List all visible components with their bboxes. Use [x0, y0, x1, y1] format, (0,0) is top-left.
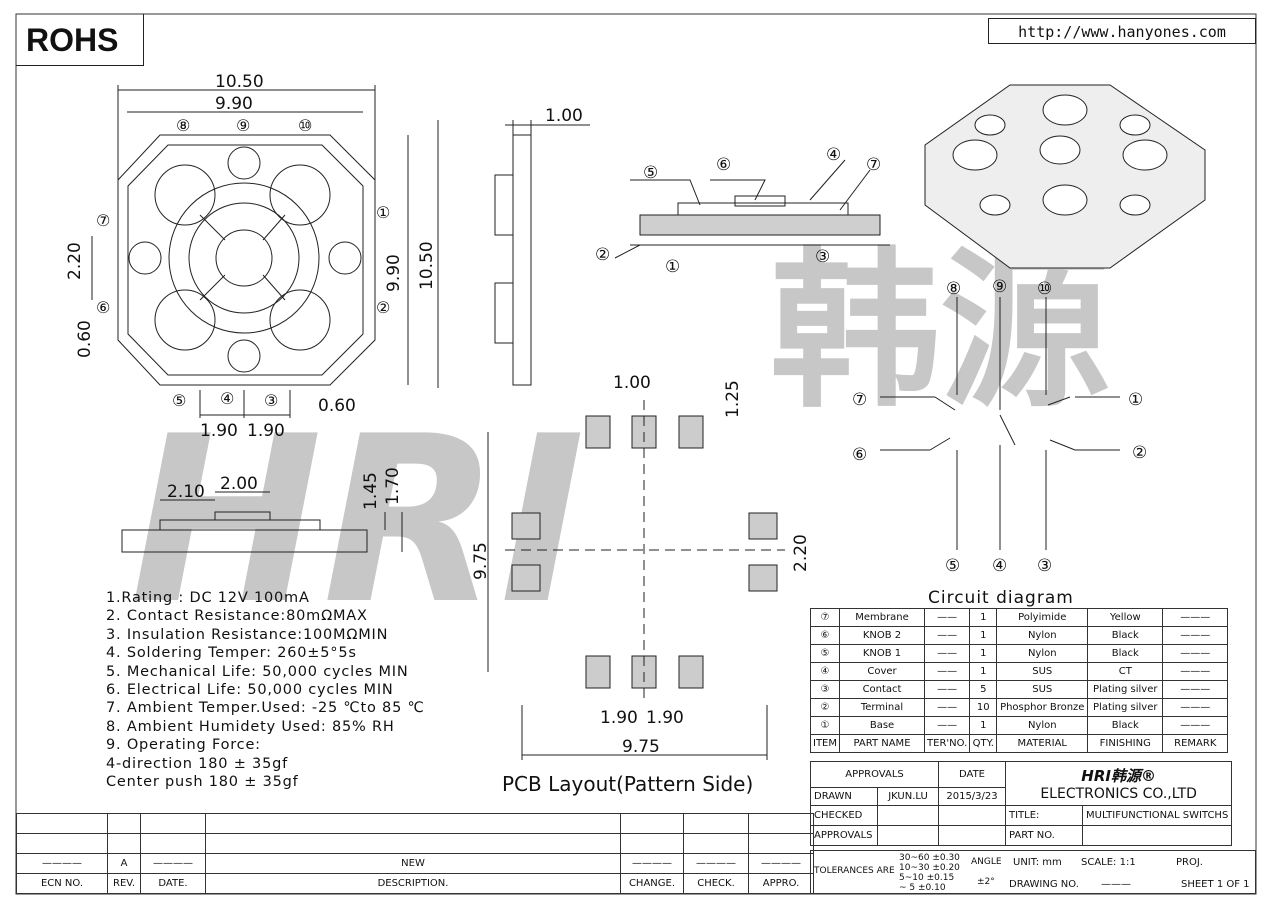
- svg-text:③: ③: [815, 247, 830, 267]
- svg-text:⑤: ⑤: [643, 163, 658, 183]
- 3d-view: [924, 84, 1206, 269]
- svg-text:2.00: 2.00: [220, 474, 258, 494]
- svg-text:⑩: ⑩: [1037, 279, 1052, 299]
- pin-9-top: ⑨: [236, 116, 250, 135]
- svg-text:1.00: 1.00: [613, 373, 651, 393]
- revision-row: ————A————NEW————————————: [16, 853, 814, 874]
- pin-5-bottom: ⑤: [172, 391, 186, 410]
- top-view: [91, 85, 439, 418]
- circuit-pins: ⑧ ⑨ ⑩ ⑦ ① ⑥ ② ⑤ ④ ③: [852, 277, 1147, 576]
- company-name: ELECTRONICS CO.,LTD: [1040, 786, 1197, 802]
- pin-3-bottom: ③: [264, 391, 278, 410]
- dim-9-90-top: 9.90: [215, 94, 253, 114]
- dim-1-00-side: 1.00: [545, 106, 583, 126]
- top-view-pins: ⑧ ⑨ ⑩ ⑦ ⑥ ① ② ⑤ ④ ③: [96, 116, 390, 410]
- pcb-layout: [511, 415, 778, 689]
- website-url[interactable]: http://www.hanyones.com: [988, 18, 1256, 44]
- tolerance-block: TOLERANCES ARE 30~60 ±0.30 10~30 ±0.20 5…: [810, 850, 1256, 894]
- svg-text:⑤: ⑤: [945, 556, 960, 576]
- svg-text:④: ④: [992, 556, 1007, 576]
- revision-header: ECN NO.REV.DATE.DESCRIPTION.CHANGE.CHECK…: [16, 873, 814, 894]
- section-view: [614, 159, 890, 259]
- svg-text:②: ②: [1132, 443, 1147, 463]
- circuit-diagram: [880, 297, 1120, 550]
- dim-2-20-left: 2.20: [65, 242, 85, 280]
- svg-text:③: ③: [1037, 556, 1052, 576]
- side-view: [494, 120, 590, 386]
- svg-text:①: ①: [1128, 390, 1143, 410]
- svg-text:2.10: 2.10: [167, 482, 205, 502]
- circuit-diagram-title: Circuit diagram: [928, 588, 1074, 608]
- dim-0-60-left: 0.60: [75, 320, 95, 358]
- svg-text:1.90: 1.90: [600, 708, 638, 728]
- pin-1-right: ①: [376, 203, 390, 222]
- svg-text:1.45: 1.45: [361, 472, 381, 510]
- rohs-label: ROHS: [16, 14, 144, 66]
- svg-text:⑦: ⑦: [852, 390, 867, 410]
- pin-10-top: ⑩: [298, 116, 312, 135]
- svg-text:⑦: ⑦: [866, 155, 881, 175]
- svg-text:1.25: 1.25: [723, 380, 743, 418]
- svg-text:9.75: 9.75: [622, 737, 660, 757]
- pcb-dims: 1.00 1.25 9.75 2.20 1.90 1.90 9.75: [471, 373, 811, 757]
- pin-4-bottom: ④: [220, 389, 234, 408]
- watermark: HRI 韩源: [130, 233, 1110, 655]
- pin-7-left: ⑦: [96, 211, 110, 230]
- svg-text:⑥: ⑥: [716, 155, 731, 175]
- pin-2-right: ②: [376, 298, 390, 317]
- svg-text:⑨: ⑨: [992, 277, 1007, 297]
- dim-0-60-bottom: 0.60: [318, 396, 356, 416]
- top-view-dims: 10.50 9.90 9.90 10.50 2.20 0.60 0.60 1.9…: [65, 72, 437, 441]
- svg-text:④: ④: [826, 145, 841, 165]
- pcb-layout-title: PCB Layout(Pattern Side): [502, 772, 754, 796]
- dim-1-90-bottom-b: 1.90: [247, 421, 285, 441]
- dim-9-90-right: 9.90: [384, 254, 404, 292]
- revision-table: ————A————NEW———————————— ECN NO.REV.DATE…: [16, 813, 814, 894]
- pin-8-top: ⑧: [176, 116, 190, 135]
- svg-text:⑧: ⑧: [946, 279, 961, 299]
- dim-10-50-top: 10.50: [215, 72, 264, 92]
- section-view-callouts: ⑤ ⑥ ④ ⑦ ② ① ③: [595, 145, 881, 277]
- front-view: [121, 491, 403, 553]
- svg-text:⑥: ⑥: [852, 445, 867, 465]
- svg-text:9.75: 9.75: [471, 542, 491, 580]
- svg-text:1.70: 1.70: [383, 467, 403, 505]
- front-view-dims: 2.10 2.00 1.45 1.70: [167, 467, 403, 510]
- svg-text:②: ②: [595, 245, 610, 265]
- company-logo: HRI韩源®: [1081, 767, 1156, 785]
- watermark-letters: HRI: [130, 388, 585, 655]
- svg-text:①: ①: [665, 257, 680, 277]
- dim-10-50-right: 10.50: [417, 241, 437, 290]
- pin-6-left: ⑥: [96, 298, 110, 317]
- svg-text:2.20: 2.20: [791, 534, 811, 572]
- svg-text:1.90: 1.90: [646, 708, 684, 728]
- dim-1-90-bottom-a: 1.90: [200, 421, 238, 441]
